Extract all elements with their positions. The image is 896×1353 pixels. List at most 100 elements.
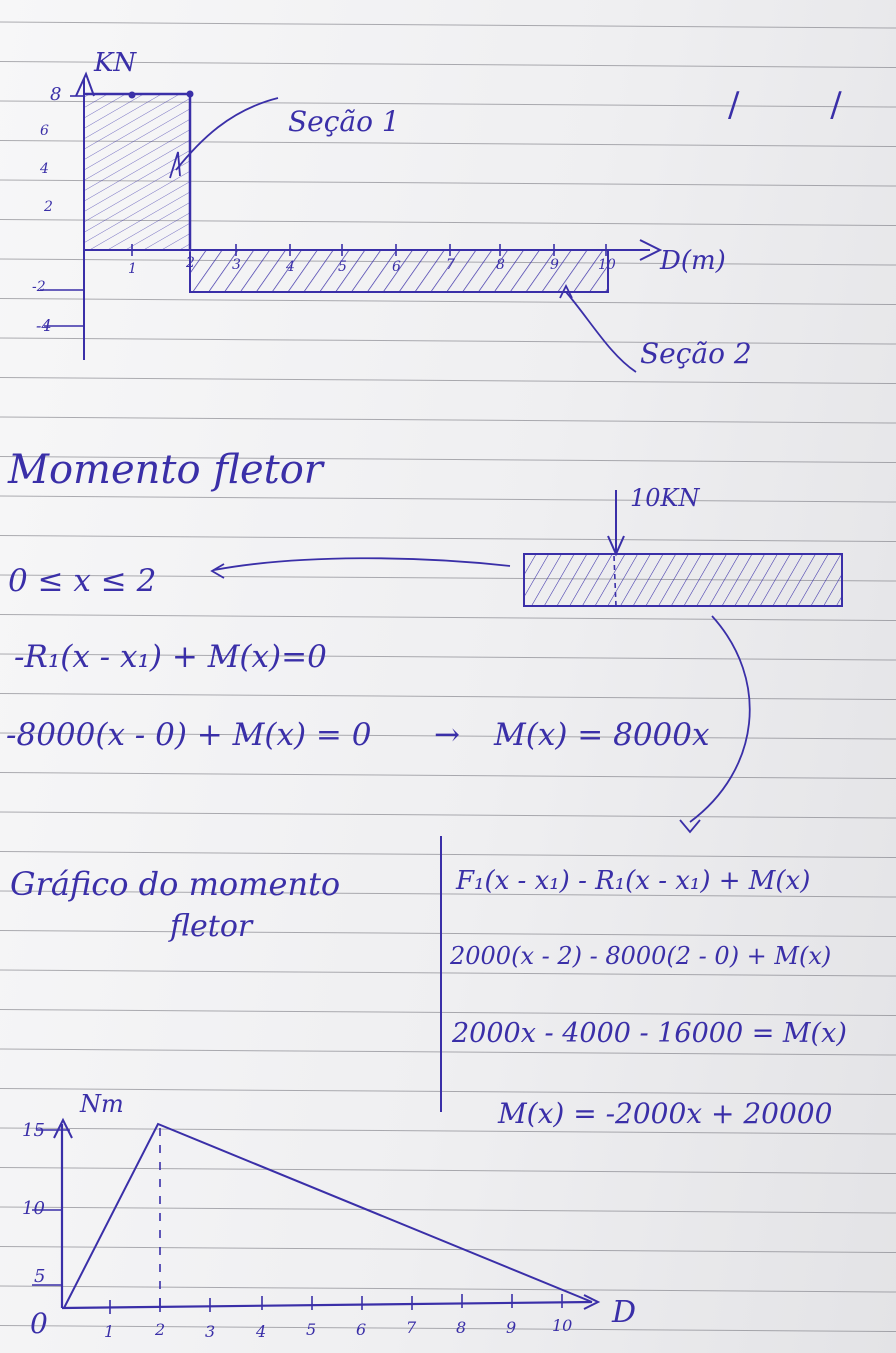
shear-diagram	[40, 71, 663, 373]
shear-x-tick-label: 2	[186, 255, 195, 271]
shear-y-tick-4: 4	[40, 161, 49, 177]
implies-arrow: →	[434, 717, 460, 753]
ruled-line	[0, 1088, 896, 1095]
moment-x-tick-label: 5	[306, 1320, 317, 1339]
result-1: M(x) = 8000x	[494, 717, 710, 753]
equation-4: 2000(x - 2) - 8000(2 - 0) + M(x)	[450, 942, 832, 970]
equation-6: M(x) = -2000x + 20000	[498, 1097, 833, 1130]
ruled-line	[0, 61, 896, 68]
moment-y-tick-10: 10	[22, 1198, 45, 1219]
ruled-line	[0, 890, 896, 898]
moment-x-tick-label: 9	[506, 1318, 517, 1337]
ruled-line	[0, 969, 896, 977]
shear-x-tick-label: 1	[128, 261, 137, 277]
shear-y-arrow	[75, 71, 95, 97]
moment-heading: Momento fletor	[8, 447, 323, 493]
ruled-line	[0, 377, 896, 384]
range-condition: 0 ≤ x ≤ 2	[8, 563, 157, 599]
equation-3: F₁(x - x₁) - R₁(x - x₁) + M(x)	[456, 866, 811, 896]
ruled-line	[0, 298, 896, 305]
shear-x-arrow	[639, 239, 663, 261]
corner-marks: / /	[728, 85, 882, 125]
ruled-line	[0, 1246, 896, 1253]
beam-body	[523, 553, 843, 607]
ruled-line	[0, 1325, 896, 1332]
section-1-marker	[169, 151, 181, 179]
equation-2: -8000(x - 0) + M(x) = 0	[6, 717, 372, 753]
shear-x-tick-label: 9	[550, 257, 559, 273]
load-label: 10KN	[630, 484, 700, 512]
shear-x-tick-label: 8	[496, 257, 505, 273]
moment-x-tick-label: 7	[406, 1318, 417, 1337]
ruled-line	[0, 614, 896, 621]
ruled-line	[0, 1009, 896, 1016]
ruled-line	[0, 1167, 896, 1174]
moment-y-unit: Nm	[80, 1090, 124, 1118]
moment-x-tick-label: 10	[552, 1316, 573, 1335]
moment-x-tick-marks	[109, 1294, 563, 1314]
section-1-label: Seção 1	[288, 105, 400, 138]
shear-y-tick-6: 6	[40, 123, 49, 139]
shear-y-tick-8: 8	[50, 84, 62, 105]
shear-negative-outline	[189, 250, 609, 293]
equation-1: -R₁(x - x₁) + M(x)=0	[14, 639, 327, 675]
ruled-line	[0, 1285, 896, 1293]
pointer-to-range	[213, 557, 511, 571]
moment-curve	[63, 1122, 593, 1309]
moment-x-unit: D	[612, 1295, 637, 1330]
moment-y-tick-marks	[32, 1129, 70, 1286]
shear-y-unit: KN	[94, 48, 137, 78]
shear-positive-block	[84, 94, 190, 250]
ruled-line	[0, 21, 896, 29]
ruled-line	[0, 851, 896, 858]
graph-heading-line1: Gráfico do momento	[10, 865, 341, 903]
ruled-line	[0, 337, 896, 345]
ruled-line	[0, 1127, 896, 1135]
load-arrow-head	[607, 535, 625, 557]
equation-5: 2000x - 4000 - 16000 = M(x)	[452, 1018, 847, 1049]
ruled-line	[0, 1048, 896, 1056]
shear-y-tick-neg4: -4	[36, 316, 52, 335]
shear-point-2	[186, 90, 194, 98]
ruled-line	[0, 456, 896, 463]
moment-origin: 0	[30, 1307, 48, 1340]
curve-to-graph-head	[679, 819, 701, 834]
curve-to-graph	[689, 615, 751, 823]
ruled-line	[0, 772, 896, 779]
ruled-line	[0, 653, 896, 661]
moment-x-tick-label: 8	[456, 1318, 467, 1337]
ruled-line	[0, 693, 896, 700]
shear-x-tick-label: 3	[232, 257, 241, 273]
ruled-line	[0, 495, 896, 503]
vertical-divider	[440, 836, 442, 1112]
shear-point-1	[128, 91, 136, 99]
shear-y-tick-neg2: -2	[32, 279, 46, 295]
section-2-marker	[559, 283, 573, 299]
ruled-line	[0, 535, 896, 542]
ruled-line	[0, 811, 896, 819]
shear-x-tick-label: 7	[446, 257, 455, 273]
moment-x-tick-label: 2	[155, 1320, 166, 1339]
moment-x-tick-label: 1	[104, 1322, 115, 1341]
shear-x-unit: D(m)	[660, 246, 726, 276]
ruled-line	[0, 1206, 896, 1214]
moment-x-tick-label: 3	[205, 1322, 216, 1341]
shear-x-tick-label: 5	[338, 259, 347, 275]
shear-x-tick-label: 10	[598, 257, 616, 273]
shear-x-tick-label: 6	[392, 259, 401, 275]
moment-x-axis	[61, 1300, 593, 1310]
moment-x-tick-label: 4	[256, 1322, 267, 1341]
section-2-pointer	[565, 291, 637, 373]
section-2-label: Seção 2	[640, 337, 752, 370]
moment-y-tick-5: 5	[34, 1266, 46, 1287]
moment-y-tick-15: 15	[22, 1120, 45, 1141]
graph-heading-line2: fletor	[170, 909, 253, 944]
beam-sketch	[210, 490, 843, 834]
moment-x-arrow	[583, 1294, 601, 1310]
ruled-line	[0, 930, 896, 937]
shear-x-tick-label: 4	[286, 259, 295, 275]
moment-x-tick-label: 6	[356, 1320, 367, 1339]
shear-negative-block	[190, 250, 608, 292]
section-1-pointer	[175, 97, 279, 171]
